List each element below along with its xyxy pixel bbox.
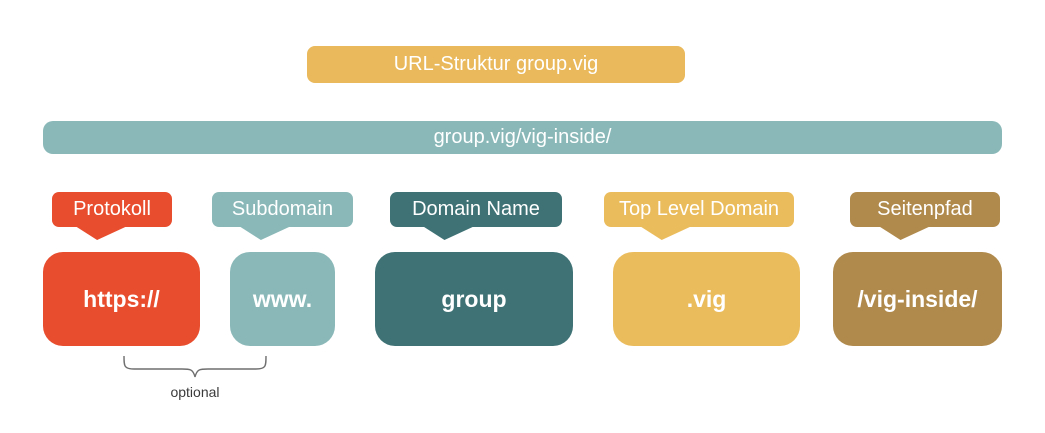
optional-brace xyxy=(123,356,267,378)
label-top-level-domain-text: Top Level Domain xyxy=(618,198,780,220)
value-domain-name: group xyxy=(375,252,573,346)
pointer-tail xyxy=(638,225,695,240)
value-subdomain: www. xyxy=(230,252,335,346)
label-protokoll: Protokoll xyxy=(52,192,172,240)
value-path: /vig-inside/ xyxy=(833,252,1002,346)
pointer-tail xyxy=(237,225,294,240)
pointer-tail xyxy=(420,225,477,240)
optional-label: optional xyxy=(170,384,220,400)
label-domain-name: Domain Name xyxy=(390,192,562,240)
pointer-tail xyxy=(877,225,933,240)
full-url-bar: group.vig/vig-inside/ xyxy=(43,121,1002,154)
label-subdomain-text: Subdomain xyxy=(231,198,334,220)
label-top-level-domain: Top Level Domain xyxy=(604,192,794,240)
pointer-tail xyxy=(73,225,130,240)
value-top-level-domain: .vig xyxy=(613,252,800,346)
label-seitenpfad-text: Seitenpfad xyxy=(877,198,973,220)
label-protokoll-text: Protokoll xyxy=(73,198,151,220)
label-domain-name-text: Domain Name xyxy=(412,198,540,220)
value-protocol: https:// xyxy=(43,252,200,346)
label-seitenpfad: Seitenpfad xyxy=(850,192,1000,240)
label-subdomain: Subdomain xyxy=(212,192,353,240)
diagram-title: URL-Struktur group.vig xyxy=(307,46,685,83)
